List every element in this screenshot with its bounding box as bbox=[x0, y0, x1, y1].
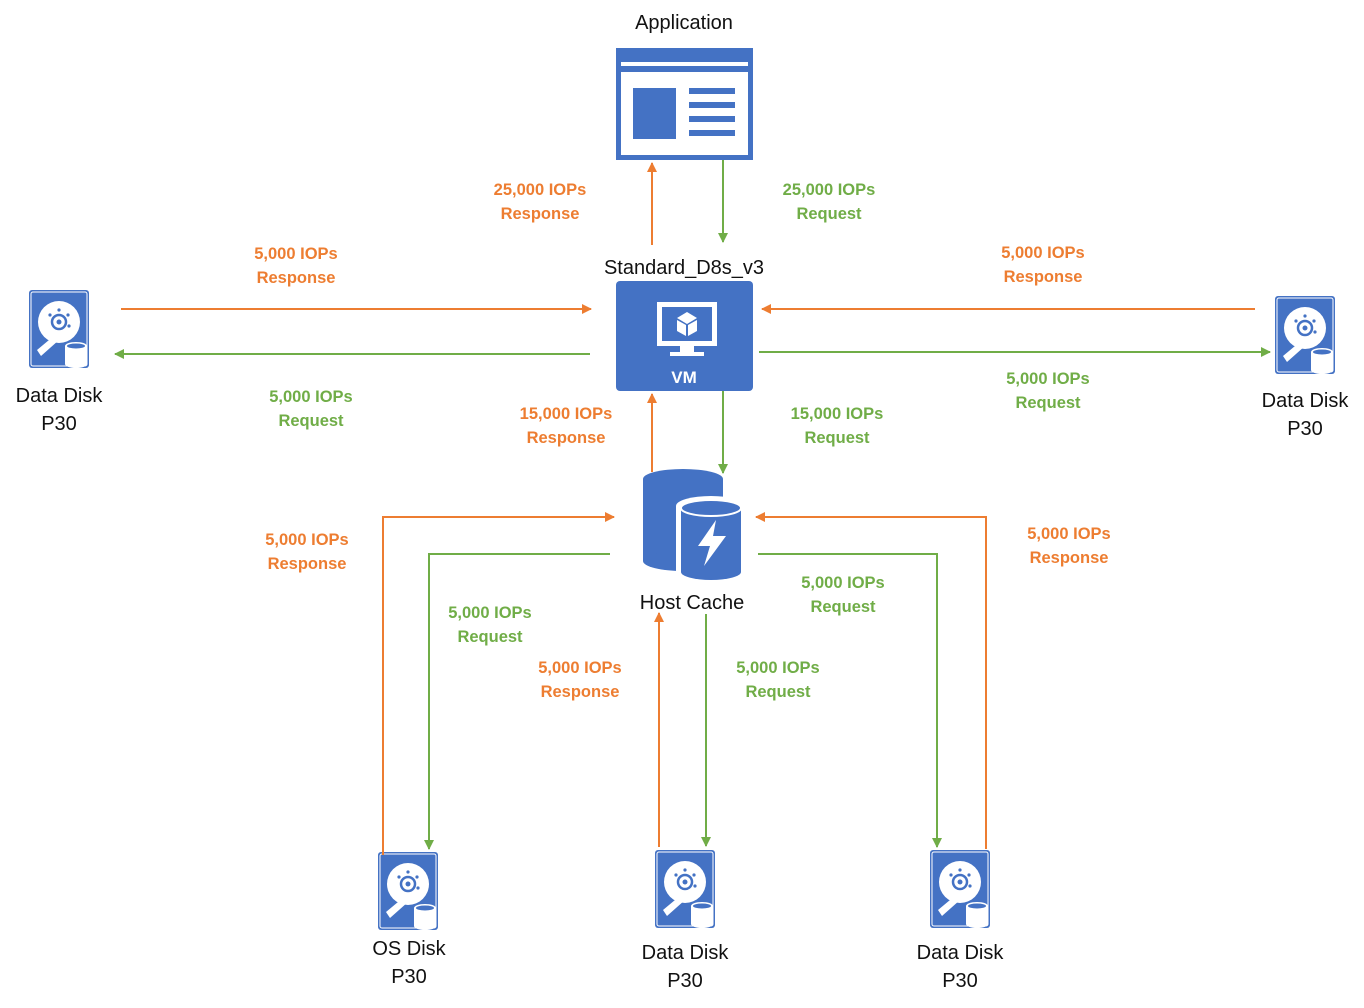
disk-right: Data Disk P30 bbox=[1262, 294, 1350, 440]
disk-right-name: Data Disk bbox=[1262, 390, 1350, 412]
left-request-kind: Request bbox=[278, 412, 344, 430]
cache-response-kind: Response bbox=[527, 429, 606, 447]
hard-disk-icon bbox=[376, 850, 440, 932]
application-label: Application bbox=[635, 12, 733, 34]
mid-response-kind: Response bbox=[541, 683, 620, 701]
mid-request-kind: Request bbox=[745, 683, 811, 701]
right-request-kind: Request bbox=[1015, 394, 1081, 412]
left-request-value: 5,000 IOPs bbox=[269, 388, 352, 406]
app-request-value: 25,000 IOPs bbox=[783, 181, 876, 199]
disk-mid-name: Data Disk bbox=[642, 942, 730, 964]
os-request-arrow bbox=[424, 553, 610, 850]
right-response-value: 5,000 IOPs bbox=[1001, 244, 1084, 262]
os-request-kind: Request bbox=[457, 628, 523, 646]
rb-response-value: 5,000 IOPs bbox=[1027, 525, 1110, 543]
hard-disk-icon bbox=[27, 288, 91, 370]
vm-size-label: Standard_D8s_v3 bbox=[604, 257, 764, 279]
disk-os: OS Disk P30 bbox=[372, 850, 447, 988]
hard-disk-icon bbox=[1273, 294, 1337, 376]
mid-response-value: 5,000 IOPs bbox=[538, 659, 621, 677]
disk-left-name: Data Disk bbox=[16, 385, 104, 407]
rb-request-value: 5,000 IOPs bbox=[801, 574, 884, 592]
disk-left-tier: P30 bbox=[41, 413, 77, 435]
rb-response-arrow bbox=[755, 512, 987, 849]
os-response-kind: Response bbox=[268, 555, 347, 573]
application-window-icon bbox=[616, 48, 753, 160]
app-request-kind: Request bbox=[796, 205, 862, 223]
host-cache-label: Host Cache bbox=[640, 592, 745, 614]
os-response-value: 5,000 IOPs bbox=[265, 531, 348, 549]
virtual-machine-icon: VM bbox=[616, 281, 753, 391]
hard-disk-icon bbox=[653, 848, 717, 930]
disk-right-tier: P30 bbox=[1287, 418, 1323, 440]
rb-response-kind: Response bbox=[1030, 549, 1109, 567]
rb-request-arrow bbox=[758, 553, 942, 848]
app-response-kind: Response bbox=[501, 205, 580, 223]
app-response-value: 25,000 IOPs bbox=[494, 181, 587, 199]
os-request-value: 5,000 IOPs bbox=[448, 604, 531, 622]
right-request-value: 5,000 IOPs bbox=[1006, 370, 1089, 388]
host-cache-icon bbox=[643, 469, 746, 586]
disk-mid-tier: P30 bbox=[667, 970, 703, 992]
cache-response-value: 15,000 IOPs bbox=[520, 405, 613, 423]
disk-os-name: OS Disk bbox=[372, 938, 446, 960]
disk-mid: Data Disk P30 bbox=[642, 848, 730, 992]
connections bbox=[114, 160, 1271, 855]
disk-rb-name: Data Disk bbox=[917, 942, 1005, 964]
disk-right-bottom: Data Disk P30 bbox=[917, 848, 1005, 992]
cache-request-kind: Request bbox=[804, 429, 870, 447]
right-response-kind: Response bbox=[1004, 268, 1083, 286]
vm-badge: VM bbox=[671, 368, 697, 387]
mid-request-value: 5,000 IOPs bbox=[736, 659, 819, 677]
flow-labels: 25,000 IOPs Response 25,000 IOPs Request… bbox=[254, 181, 1110, 701]
left-response-kind: Response bbox=[257, 269, 336, 287]
disk-rb-tier: P30 bbox=[942, 970, 978, 992]
disk-left: Data Disk P30 bbox=[16, 288, 104, 435]
hard-disk-icon bbox=[928, 848, 992, 930]
rb-request-kind: Request bbox=[810, 598, 876, 616]
cache-request-value: 15,000 IOPs bbox=[791, 405, 884, 423]
left-response-value: 5,000 IOPs bbox=[254, 245, 337, 263]
os-response-arrow bbox=[382, 512, 615, 855]
disk-os-tier: P30 bbox=[391, 966, 427, 988]
